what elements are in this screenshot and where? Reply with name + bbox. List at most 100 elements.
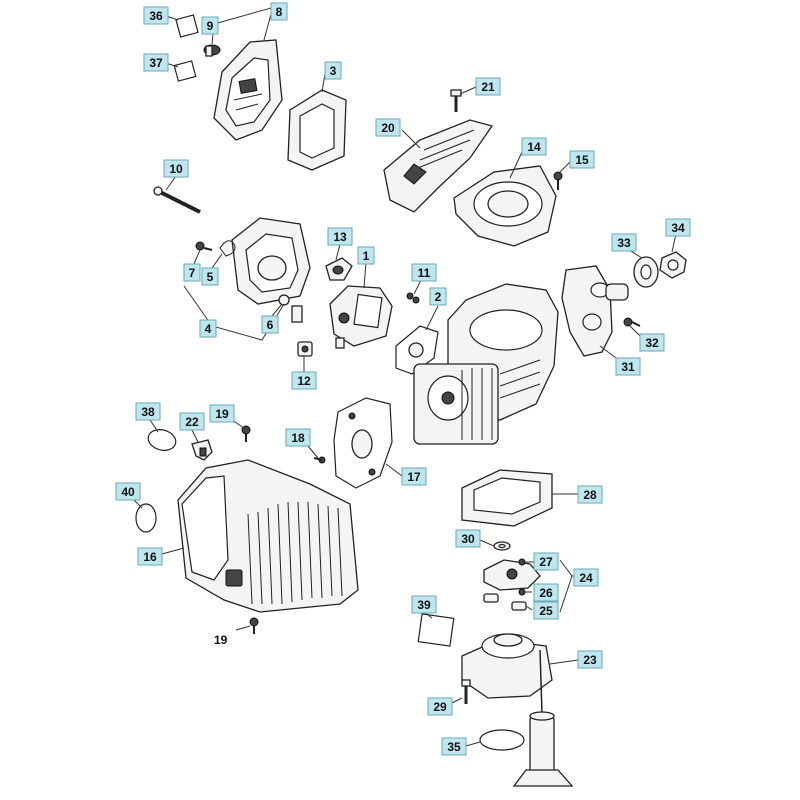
part-7-screw bbox=[195, 241, 213, 251]
callout-5-label: 5 bbox=[207, 270, 214, 284]
part-30-washer bbox=[493, 541, 511, 551]
callout-26-label: 26 bbox=[539, 586, 553, 600]
part-31-side-cover bbox=[561, 265, 629, 357]
callout-39: 39 bbox=[411, 595, 437, 614]
part-carburettor-adaptor-plate bbox=[231, 217, 311, 305]
callout-9-label: 9 bbox=[207, 19, 214, 33]
callout-14-label: 14 bbox=[527, 140, 541, 154]
part-13-clip bbox=[325, 257, 353, 281]
callout-7-label: 7 bbox=[189, 266, 196, 280]
part-18-screw bbox=[313, 456, 326, 464]
callout-21: 21 bbox=[475, 77, 501, 96]
callout-16: 16 bbox=[137, 547, 163, 566]
part-25-spring bbox=[511, 588, 527, 611]
callout-37-label: 37 bbox=[149, 56, 163, 70]
callout-25-label: 25 bbox=[539, 604, 553, 618]
callout-26: 26 bbox=[533, 583, 559, 602]
callout-15-label: 15 bbox=[575, 153, 589, 167]
part-12-nut bbox=[297, 341, 313, 357]
part-24-clutch bbox=[483, 559, 541, 591]
part-36-decal bbox=[175, 14, 199, 38]
callout-16-label: 16 bbox=[143, 550, 157, 564]
callout-25: 25 bbox=[533, 601, 559, 620]
part-19-screw-bottom bbox=[249, 617, 259, 634]
callout-3-label: 3 bbox=[330, 64, 337, 78]
callout-19-top-label: 19 bbox=[215, 407, 229, 421]
callout-22: 22 bbox=[179, 412, 205, 431]
callout-1-label: 1 bbox=[363, 249, 370, 263]
callout-21-label: 21 bbox=[481, 80, 495, 94]
callout-40: 40 bbox=[115, 482, 141, 501]
callout-2: 2 bbox=[429, 287, 447, 306]
callout-6: 6 bbox=[261, 315, 279, 334]
callout-12: 12 bbox=[291, 371, 317, 390]
callout-18-label: 18 bbox=[291, 431, 305, 445]
part-22-clip bbox=[191, 439, 213, 461]
callout-33-label: 33 bbox=[617, 236, 631, 250]
callout-34: 34 bbox=[665, 218, 691, 237]
part-1-carburettor bbox=[329, 285, 393, 349]
callout-36: 36 bbox=[143, 6, 169, 25]
part-29-screw bbox=[461, 679, 471, 704]
callout-20-label: 20 bbox=[381, 121, 395, 135]
callout-20: 20 bbox=[375, 118, 401, 137]
part-2-gasket bbox=[395, 325, 439, 375]
callout-9: 9 bbox=[201, 16, 219, 35]
callout-39-label: 39 bbox=[417, 598, 431, 612]
callout-17-label: 17 bbox=[407, 470, 421, 484]
callout-30: 30 bbox=[455, 529, 481, 548]
part-34-nut bbox=[659, 251, 687, 279]
part-11-screw bbox=[406, 292, 420, 304]
part-5-spring bbox=[219, 240, 236, 257]
callout-15: 15 bbox=[569, 150, 595, 169]
part-10-long-bolt bbox=[153, 186, 201, 214]
callout-4-label: 4 bbox=[205, 322, 212, 336]
callout-31: 31 bbox=[615, 357, 641, 376]
part-23-clutch-housing bbox=[461, 633, 553, 715]
callout-12-label: 12 bbox=[297, 374, 311, 388]
callout-27: 27 bbox=[533, 552, 559, 571]
callout-17: 17 bbox=[401, 467, 427, 486]
part-8-air-filter-cover bbox=[213, 39, 283, 141]
callout-36-label: 36 bbox=[149, 9, 163, 23]
part-19-screw-top bbox=[241, 425, 251, 442]
callout-11-label: 11 bbox=[418, 266, 431, 280]
callout-13-label: 13 bbox=[333, 230, 347, 244]
callout-32-label: 32 bbox=[645, 336, 659, 350]
part-15-screw bbox=[553, 171, 563, 190]
part-38-o-ring bbox=[147, 429, 177, 451]
callout-8-label: 8 bbox=[276, 5, 283, 19]
callout-38-label: 38 bbox=[141, 405, 155, 419]
callout-10: 10 bbox=[163, 159, 189, 178]
leader-lines bbox=[131, 7, 677, 747]
callout-22-label: 22 bbox=[185, 415, 199, 429]
callout-19-top: 19 bbox=[209, 404, 235, 423]
callout-38: 38 bbox=[135, 402, 161, 421]
part-39-decal bbox=[417, 613, 455, 647]
callout-35: 35 bbox=[441, 737, 467, 756]
callout-23-label: 23 bbox=[583, 653, 597, 667]
callout-34-label: 34 bbox=[671, 221, 685, 235]
callout-27-label: 27 bbox=[539, 555, 553, 569]
part-3-air-filter bbox=[287, 89, 347, 171]
part-37-decal bbox=[173, 60, 197, 82]
part-28-gasket bbox=[461, 469, 553, 527]
callout-30-label: 30 bbox=[461, 532, 475, 546]
callout-1: 1 bbox=[357, 246, 375, 265]
part-17-gasket bbox=[333, 397, 393, 489]
callout-5: 5 bbox=[201, 267, 219, 286]
callout-29-label: 29 bbox=[433, 700, 447, 714]
part-21-screw bbox=[450, 89, 462, 112]
part-engine-crankcase bbox=[413, 283, 559, 445]
callout-28: 28 bbox=[577, 485, 603, 504]
callout-23: 23 bbox=[577, 650, 603, 669]
callout-4: 4 bbox=[199, 319, 217, 338]
callout-6-label: 6 bbox=[267, 318, 274, 332]
part-6-choke-lever bbox=[278, 294, 303, 323]
part-9-knob bbox=[203, 44, 221, 57]
callout-3: 3 bbox=[324, 61, 342, 80]
callout-24: 24 bbox=[573, 568, 599, 587]
callout-13: 13 bbox=[327, 227, 353, 246]
callout-11: 11 bbox=[411, 263, 437, 282]
